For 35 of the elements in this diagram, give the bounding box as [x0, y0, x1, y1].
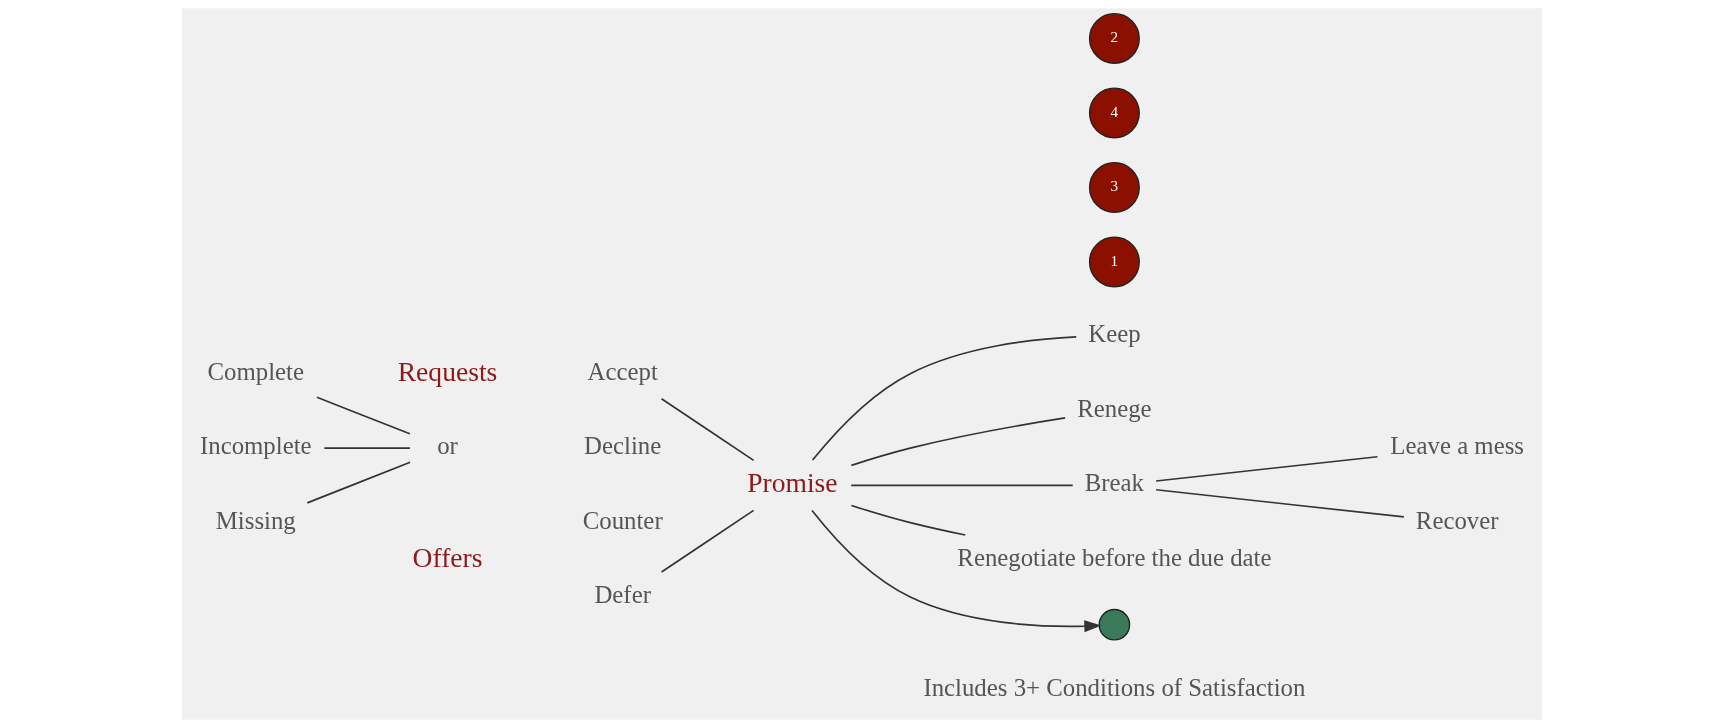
node-text: Incomplete: [199, 432, 312, 460]
connector: [306, 461, 411, 504]
node-text: Counter: [582, 506, 663, 534]
node-circle: 1: [1088, 236, 1140, 288]
node-text: Complete: [207, 357, 304, 385]
node-text: Keep: [1087, 320, 1141, 348]
node-circle: 3: [1088, 161, 1140, 213]
connector: [323, 447, 411, 449]
node-circle: [1098, 608, 1130, 641]
node-text: Missing: [215, 506, 296, 534]
node-text: Leave a mess: [1389, 432, 1524, 460]
node-text: Renegotiate before the due date: [956, 543, 1271, 571]
node-text: Promise: [746, 467, 838, 499]
arrow: [810, 509, 1101, 633]
connector: [850, 504, 966, 536]
node-text: Defer: [593, 581, 651, 609]
connector: [1154, 488, 1405, 518]
connector: [1154, 455, 1378, 482]
node-text: Renege: [1076, 394, 1152, 422]
node-text: Break: [1084, 469, 1144, 497]
node-text: Requests: [397, 355, 497, 387]
node-text: or: [436, 432, 458, 460]
node-circle: 4: [1088, 87, 1140, 139]
node-label: Includes 3+ Conditions of Satisfaction: [922, 673, 1305, 701]
connector: [660, 509, 754, 573]
connector: [849, 484, 1074, 487]
node-text: Offers: [412, 541, 482, 573]
connector: [315, 396, 411, 435]
node-text: Decline: [583, 432, 661, 460]
node-circle: 2: [1088, 12, 1140, 64]
connector: [660, 397, 754, 462]
connector: [811, 336, 1077, 461]
node-text: Accept: [587, 357, 658, 385]
connector: [850, 417, 1066, 467]
node-text: Recover: [1415, 506, 1499, 534]
